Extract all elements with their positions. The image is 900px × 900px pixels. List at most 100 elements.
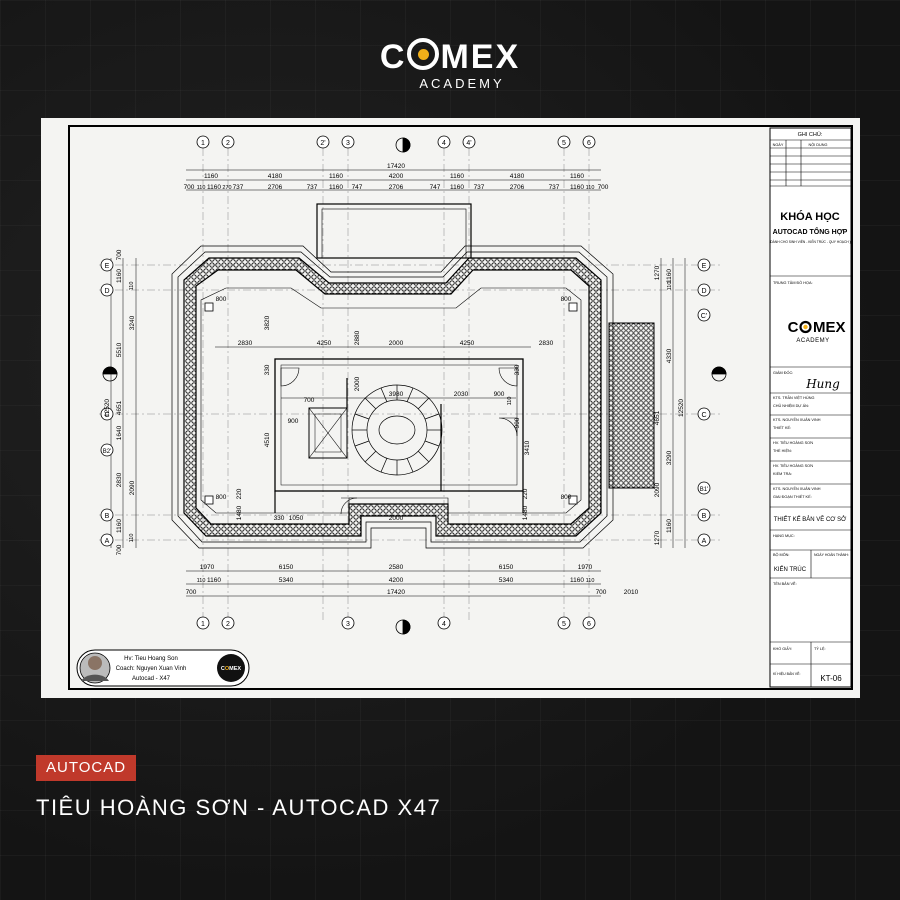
axis-bottom-5: 5 [562, 621, 566, 628]
dim-right-4: 4651 [654, 410, 661, 425]
floor-plan: 1 2 2' 3 4 4' 5 6 1 2 3 4 5 6 E D C B2' … [99, 135, 727, 635]
axis-right-c: C [701, 412, 706, 419]
dim-bot-r1-2: 2580 [389, 564, 404, 571]
dim-bot-r1-4: 1970 [578, 564, 593, 571]
axis-top-2p: 2' [320, 140, 325, 147]
dim-inner-v-6: 1480 [522, 505, 529, 520]
dim-bot-r2-4: 5340 [499, 577, 514, 584]
dim-inner-small-4: 1050 [289, 515, 304, 522]
axis-left-e: E [105, 263, 110, 270]
tb-sheet-no: KT-06 [820, 674, 842, 683]
dim-left-4: 5510 [116, 342, 123, 357]
dim-top-r2-0: 1160 [204, 173, 218, 180]
tb-kiemtra-name: KTS. NGUYỄN XUÂN VINH [773, 486, 821, 491]
tb-logo-c: C [788, 319, 799, 336]
dim-bot-r1-3: 6150 [499, 564, 514, 571]
tb-thietke-name: HV. TIÊU HOÀNG SƠN [773, 440, 813, 445]
dim-top-r3-4: 737 [233, 184, 244, 191]
sheet-frame [68, 125, 853, 690]
dim-top-r2-3: 4200 [389, 173, 404, 180]
dim-inner-small-1: 800 [561, 494, 572, 501]
dim-right-6: 2090 [654, 482, 661, 497]
dim-bot-r2-6: 110 [586, 578, 595, 584]
dim-bot-r2-1: 1160 [207, 577, 221, 584]
dim-inner-mid-0: 3980 [389, 391, 404, 398]
tb-thietke: THIẾT KẾ: [773, 425, 791, 430]
axis-top-4: 4 [442, 140, 446, 147]
dim-inner-v-12: 110 [507, 397, 513, 406]
tb-logo-mex: MEX [813, 319, 846, 336]
dim-top-r2-4: 1160 [450, 173, 464, 180]
axis-right-e: E [702, 263, 707, 270]
dim-top-r3-5: 2706 [268, 184, 283, 191]
floor-plan-drawing: 1 2 2' 3 4 4' 5 6 1 2 3 4 5 6 E D C B2' … [68, 125, 853, 690]
dim-left-2: 110 [129, 282, 135, 291]
tb-bomon-label: BỘ MÔN: [773, 552, 789, 557]
tb-bomon: KIẾN TRÚC [774, 566, 807, 573]
dim-bot-r2-3: 4200 [389, 577, 404, 584]
dim-inner-small-6: 2000 [389, 515, 404, 522]
tb-chunhiem: CHỦ NHIỆM DỰ ÁN: [773, 403, 809, 408]
tb-signature: Hung [805, 377, 840, 391]
dim-right-5: 3290 [666, 450, 673, 465]
dim-top-r3-7: 1160 [329, 184, 343, 191]
dim-top-r3-9: 2706 [389, 184, 404, 191]
dim-top-r2-1: 4180 [268, 173, 283, 180]
axis-bottom-1: 1 [201, 621, 205, 628]
tb-thehien-name: HV. TIÊU HOÀNG SƠN [773, 463, 813, 468]
dim-inner-small-8: 700 [304, 397, 315, 404]
dim-left-6: 1640 [116, 425, 123, 440]
dim-left-1: 1160 [116, 269, 123, 283]
axis-top-2: 2 [226, 140, 230, 147]
dim-inner-v-10: 330 [514, 364, 521, 375]
dim-bot-edge-2: 2010 [624, 589, 639, 596]
dim-top-r3-15: 1160 [570, 184, 584, 191]
dim-top-r3-17: 700 [598, 184, 609, 191]
axis-right-b: B [702, 513, 707, 520]
dim-top-r3-13: 2706 [510, 184, 525, 191]
dim-left-5: 4651 [116, 400, 123, 415]
dim-inner-v-4: 3410 [524, 440, 531, 455]
axis-left-b2p: B2' [103, 449, 111, 455]
dim-right-0: 1270 [654, 265, 661, 280]
student-line3: Autocad - X47 [132, 676, 171, 682]
dim-inner-v-2: 2000 [354, 376, 361, 391]
dim-inner-small-5: 330 [274, 515, 285, 522]
tb-director-name: KTS. TRẦN VIỆT HÙNG [773, 395, 814, 400]
axis-right-cp: C' [701, 313, 707, 320]
dim-left-total: 12520 [104, 399, 111, 417]
axis-left-b: B [105, 513, 110, 520]
axis-top-1: 1 [201, 140, 205, 147]
axis-left-a: A [105, 538, 110, 545]
dim-top-r3-0: 700 [184, 184, 195, 191]
tb-chunhiem-name: KTS. NGUYỄN XUÂN VINH [773, 417, 821, 422]
axis-bottom-2: 2 [226, 621, 230, 628]
dim-right-8: 1270 [654, 530, 661, 545]
tb-course-line1: KHÓA HỌC [780, 210, 840, 223]
logo-letter-c: C [379, 38, 407, 76]
dim-bot-total: 17420 [387, 589, 405, 596]
tb-course-note: (DÀNH CHO SINH VIÊN - KIẾN TRÚC - QUY HO… [769, 239, 851, 244]
dim-left-0: 700 [116, 249, 123, 260]
tb-kiemtra: KIỂM TRA: [773, 471, 792, 476]
avatar-head [88, 656, 102, 670]
dim-left-11: 700 [116, 544, 123, 555]
axis-bottom-4: 4 [442, 621, 446, 628]
tb-center-label: TRUNG TÂM ĐỒ HỌA: [773, 280, 813, 285]
dim-inner-h-0: 2830 [238, 340, 253, 347]
logo-o-icon [407, 38, 440, 70]
dim-left-10: 110 [129, 534, 135, 543]
dim-top-r3-16: 110 [586, 185, 595, 191]
dim-bot-r1-1: 6150 [279, 564, 294, 571]
axis-left-c: C [104, 412, 109, 419]
dim-top-total: 17420 [387, 163, 405, 170]
dim-inner-h-2: 2000 [389, 340, 404, 347]
axis-top-3: 3 [346, 140, 350, 147]
dim-bot-edge-1: 700 [596, 589, 607, 596]
title-block: GHI CHÚ: NGÀY NỘI DUNG KHÓA HỌC AUTOCAD … [769, 127, 852, 688]
dim-inner-small-7: 900 [288, 418, 299, 425]
dim-top-r3-3: 270 [222, 185, 231, 191]
dim-inner-v-0: 3820 [264, 315, 271, 330]
category-tag: AUTOCAD [36, 755, 137, 781]
